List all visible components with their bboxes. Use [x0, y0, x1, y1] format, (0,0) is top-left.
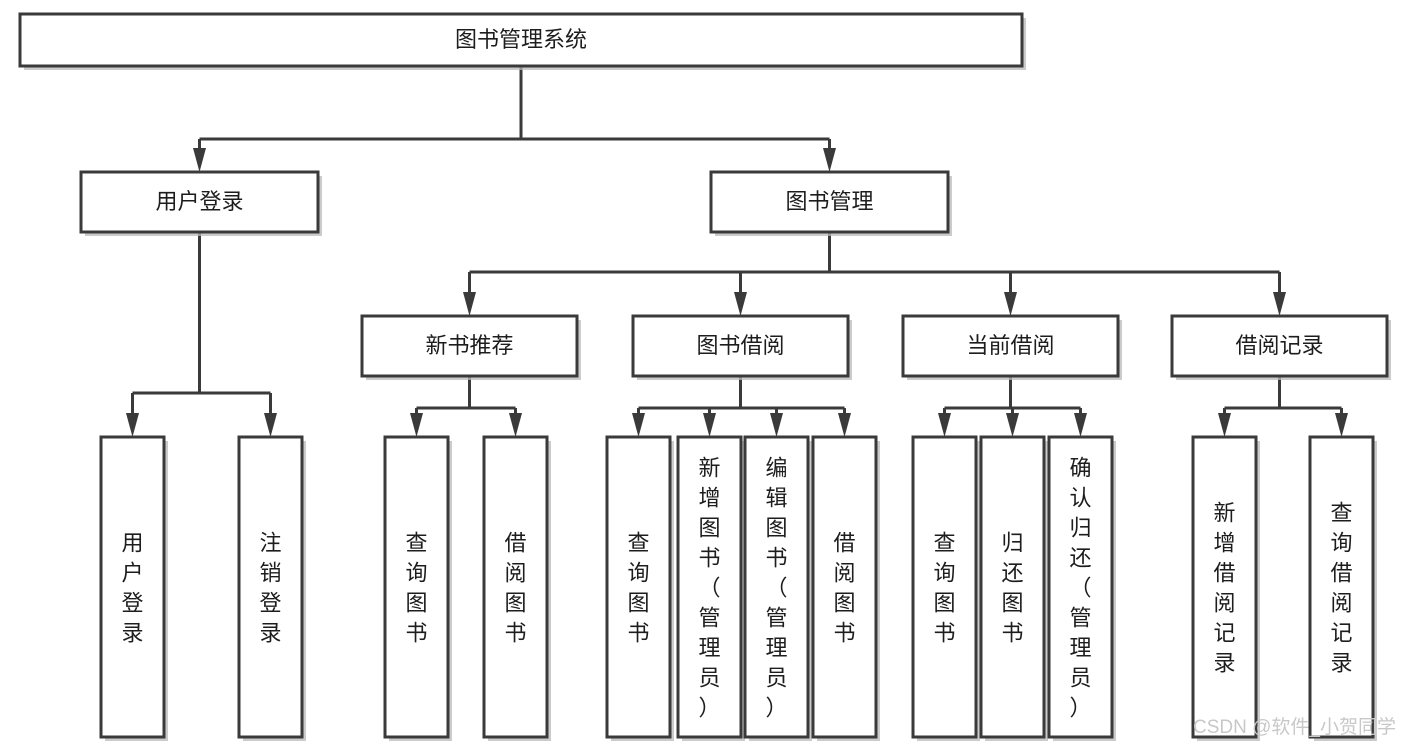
node-leaf-query-book-current[interactable]: 查询图书 — [911, 435, 980, 741]
node-rect[interactable] — [79, 170, 320, 234]
node-leaf-user-login[interactable]: 用户登录 — [99, 435, 168, 741]
node-rect[interactable] — [1191, 435, 1258, 739]
node-rect[interactable] — [605, 435, 672, 739]
node-rect[interactable] — [676, 435, 743, 739]
node-leaf-borrow-book-recommend[interactable]: 借阅图书 — [482, 435, 551, 741]
connector-arrowhead — [1273, 292, 1286, 316]
node-label: 用户登录 — [121, 530, 143, 645]
connector-arrowhead — [410, 413, 423, 437]
node-rect[interactable] — [709, 170, 950, 234]
connector-arrowhead — [938, 413, 951, 437]
node-user-login[interactable]: 用户登录 — [79, 170, 322, 236]
connector-arrowhead — [1006, 413, 1019, 437]
node-label: 图书管理系统 — [455, 27, 587, 52]
connector-new-book-recommend-bus — [410, 376, 522, 437]
node-rect[interactable] — [99, 435, 166, 739]
connector-borrow-record-bus — [1218, 376, 1348, 437]
connector-arrowhead — [126, 413, 139, 437]
node-label: 当前借阅 — [966, 333, 1054, 358]
connector-arrowhead — [838, 413, 851, 437]
connector-arrowhead — [193, 148, 206, 172]
node-rect[interactable] — [1047, 435, 1114, 739]
node-rect[interactable] — [979, 435, 1046, 739]
node-label: 查询借阅记录 — [1330, 500, 1352, 675]
node-label: 用户登录 — [155, 189, 243, 214]
node-rect[interactable] — [743, 435, 810, 739]
node-label: 借阅图书 — [504, 530, 526, 645]
node-borrow-record[interactable]: 借阅记录 — [1170, 314, 1391, 380]
connector-arrowhead — [1004, 292, 1017, 316]
node-book-borrow[interactable]: 图书借阅 — [631, 314, 852, 380]
node-rect[interactable] — [1308, 435, 1375, 739]
node-rect[interactable] — [482, 435, 549, 739]
node-book-management[interactable]: 图书管理 — [709, 170, 952, 236]
node-rect[interactable] — [237, 435, 304, 739]
connector-arrowhead — [1074, 413, 1087, 437]
node-leaf-add-book-admin[interactable]: 新增图书（管理员） — [676, 435, 745, 741]
node-label: 归还图书 — [1001, 530, 1023, 645]
node-label: 查询图书 — [405, 530, 427, 645]
connector-arrowhead — [770, 413, 783, 437]
connector-arrowhead — [264, 413, 277, 437]
node-rect[interactable] — [1170, 314, 1389, 378]
node-label: 查询图书 — [933, 530, 955, 645]
node-rect[interactable] — [911, 435, 978, 739]
node-leaf-logout-login[interactable]: 注销登录 — [237, 435, 306, 741]
connector-arrowhead — [632, 413, 645, 437]
node-leaf-query-book-borrow[interactable]: 查询图书 — [605, 435, 674, 741]
node-rect[interactable] — [901, 314, 1120, 378]
node-rect[interactable] — [811, 435, 878, 739]
node-leaf-return-book[interactable]: 归还图书 — [979, 435, 1048, 741]
node-label: 新书推荐 — [425, 333, 513, 358]
connector-book-borrow-bus — [632, 376, 851, 437]
node-label: 查询图书 — [627, 530, 649, 645]
node-leaf-query-borrow-record[interactable]: 查询借阅记录 — [1308, 435, 1377, 741]
connector-current-borrow-bus — [938, 376, 1087, 437]
node-label: 注销登录 — [259, 530, 281, 645]
node-leaf-borrow-book[interactable]: 借阅图书 — [811, 435, 880, 741]
node-leaf-confirm-return-admin[interactable]: 确认归还（管理员） — [1047, 435, 1116, 741]
node-label: 借阅图书 — [833, 530, 855, 645]
node-rect[interactable] — [18, 12, 1024, 68]
node-rect[interactable] — [360, 314, 579, 378]
connector-arrowhead — [509, 413, 522, 437]
node-label: 编辑图书（管理员） — [765, 455, 787, 720]
node-label: 新增借阅记录 — [1213, 500, 1235, 675]
node-leaf-query-book-recommend[interactable]: 查询图书 — [383, 435, 452, 741]
connector-layer — [126, 66, 1348, 437]
node-new-book-recommend[interactable]: 新书推荐 — [360, 314, 581, 380]
node-label: 图书管理 — [785, 189, 873, 214]
node-leaf-edit-book-admin[interactable]: 编辑图书（管理员） — [743, 435, 812, 741]
connector-book-management-bus — [463, 232, 1286, 316]
connector-arrowhead — [734, 292, 747, 316]
connector-arrowhead — [823, 148, 836, 172]
node-root[interactable]: 图书管理系统 — [18, 12, 1026, 70]
node-label: 图书借阅 — [696, 333, 784, 358]
connector-arrowhead — [463, 292, 476, 316]
node-label: 确认归还（管理员） — [1069, 455, 1091, 720]
connector-arrowhead — [1218, 413, 1231, 437]
csdn-watermark: CSDN @软件_小贺同学 — [1193, 716, 1396, 738]
connector-root-bus — [193, 66, 836, 172]
node-label: 新增图书（管理员） — [698, 455, 720, 720]
connector-arrowhead — [1335, 413, 1348, 437]
node-rect[interactable] — [383, 435, 450, 739]
node-label: 借阅记录 — [1235, 333, 1323, 358]
node-rect[interactable] — [631, 314, 850, 378]
connector-user-login-bus — [126, 232, 277, 437]
node-leaf-add-borrow-record[interactable]: 新增借阅记录 — [1191, 435, 1260, 741]
node-layer: 图书管理系统用户登录图书管理新书推荐图书借阅当前借阅借阅记录用户登录注销登录查询… — [18, 12, 1391, 741]
connector-arrowhead — [703, 413, 716, 437]
node-current-borrow[interactable]: 当前借阅 — [901, 314, 1122, 380]
